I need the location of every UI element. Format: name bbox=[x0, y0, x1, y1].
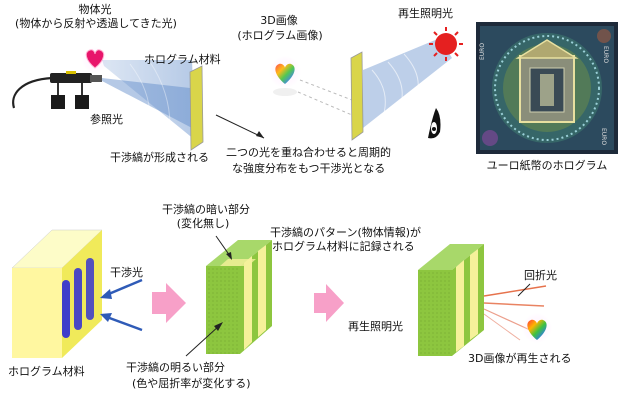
object-light-sublabel: (物体から反射や透過してきた光) bbox=[15, 17, 177, 30]
euro-corner-label-left: EURO bbox=[479, 43, 486, 60]
process-arrow-1 bbox=[152, 283, 186, 323]
dark-part-sublabel: (変化無し) bbox=[176, 217, 230, 230]
recorded-hologram-block bbox=[206, 240, 272, 354]
laser-cable bbox=[12, 76, 53, 109]
diffracted-pointer bbox=[517, 283, 531, 297]
image-reconstructed-label: 3D画像が再生される bbox=[468, 352, 572, 365]
virtual-heart-image bbox=[269, 56, 301, 96]
euro-hologram-caption: ユーロ紙幣のホログラム bbox=[486, 159, 608, 172]
interference-light-label: 干渉光 bbox=[110, 266, 143, 279]
euro-hologram-photo bbox=[476, 22, 618, 154]
diffracted-light-label: 回折光 bbox=[524, 269, 557, 282]
euro-corner-label-bottom: EURO bbox=[600, 128, 607, 145]
euro-corner-label-right: EURO bbox=[602, 46, 609, 63]
virtual-rays bbox=[297, 79, 353, 116]
hologram-material-bottom-label: ホログラム材料 bbox=[8, 365, 85, 378]
hologram-material-top-label: ホログラム材料 bbox=[144, 53, 221, 66]
object-beam bbox=[102, 60, 195, 140]
reconstruction-hologram-block bbox=[418, 244, 484, 356]
pattern-recorded-line-1: 干渉縞のパターン(物体情報)が bbox=[270, 226, 422, 239]
pointer-arrow bbox=[215, 114, 265, 139]
dark-part-label: 干渉縞の暗い部分 bbox=[162, 203, 250, 216]
process-arrow-2 bbox=[314, 284, 344, 322]
reference-light-label: 参照光 bbox=[90, 113, 123, 126]
object-heart-icon bbox=[82, 47, 108, 73]
image-3d-top-sublabel: (ホログラム画像) bbox=[237, 29, 323, 42]
fringe-arrows bbox=[100, 278, 143, 332]
image-3d-top-label: 3D画像 bbox=[260, 14, 298, 27]
reconstruction-light-top-label: 再生照明光 bbox=[398, 7, 453, 20]
interference-fringes bbox=[62, 258, 94, 338]
reconstruction-light-bottom-label: 再生照明光 bbox=[348, 320, 403, 333]
laser-device bbox=[50, 71, 102, 109]
hologram-plate-top-left bbox=[189, 65, 204, 151]
label-pointers bbox=[185, 235, 232, 357]
reconstruction-lamp-icon bbox=[429, 27, 463, 61]
eye-observer-icon bbox=[428, 108, 441, 139]
pattern-recorded-line-2: ホログラム材料に記録される bbox=[272, 240, 415, 253]
fringes-formed-label: 干渉縞が形成される bbox=[110, 151, 209, 164]
bright-part-label: 干渉縞の明るい部分 bbox=[126, 361, 225, 374]
object-light-label: 物体光 bbox=[78, 3, 112, 16]
diffracted-rays bbox=[483, 285, 547, 341]
reconstructed-heart-icon bbox=[522, 313, 552, 343]
hologram-plate-top-middle bbox=[350, 51, 364, 141]
interference-explain-line-1: 二つの光を重ね合わせると周期的 bbox=[226, 146, 391, 159]
reconstruction-beam-top bbox=[363, 38, 452, 128]
bright-part-sublabel: (色や屈折率が変化する) bbox=[132, 377, 251, 390]
interference-explain-line-2: な強度分布をもつ干渉光となる bbox=[232, 162, 386, 175]
